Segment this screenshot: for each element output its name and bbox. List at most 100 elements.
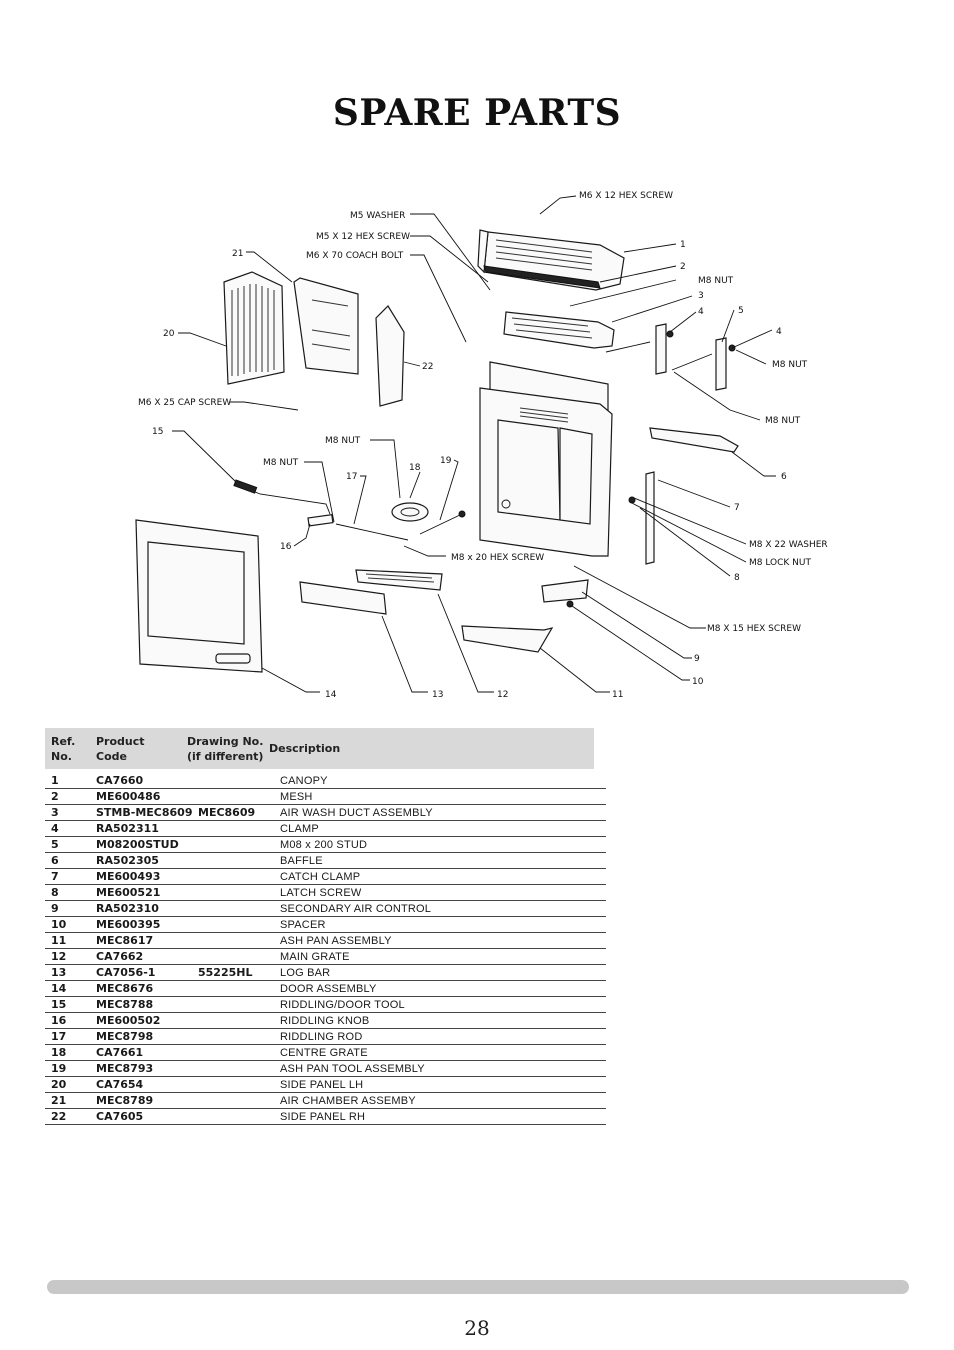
cell-product-code: MEC8798 [96, 1030, 154, 1043]
cell-ref: 19 [51, 1062, 67, 1075]
cell-ref: 3 [51, 806, 59, 819]
cell-ref: 17 [51, 1030, 67, 1043]
clamp-stud-parts [605, 323, 736, 391]
cell-description: M08 x 200 STUD [280, 838, 368, 851]
footer-bar [47, 1280, 909, 1294]
cell-description: AIR CHAMBER ASSEMBY [280, 1094, 416, 1107]
cell-description: CATCH CLAMP [280, 870, 361, 883]
catch-clamp-part [628, 471, 655, 565]
ref-number-13: 13 [432, 690, 443, 700]
m8-20-hex-screw-label: M8 x 20 HEX SCREW [451, 553, 544, 563]
ash-pan-tool-part [419, 510, 466, 535]
cell-product-code: RA502311 [96, 822, 159, 835]
table-row: 14 MEC8676 DOOR ASSEMBLY [45, 981, 606, 997]
air-wash-duct-part [503, 311, 615, 349]
cell-product-code: ME600395 [96, 918, 161, 931]
m8-nut-label-d: M8 NUT [325, 436, 361, 446]
cell-product-code: MEC8788 [96, 998, 154, 1011]
cell-product-code: RA502305 [96, 854, 159, 867]
cell-ref: 12 [51, 950, 67, 963]
cell-product-code: CA7662 [96, 950, 144, 963]
header-description: Description [269, 742, 341, 755]
cell-product-code: ME600486 [96, 790, 161, 803]
ref-number-21: 21 [232, 249, 243, 259]
main-grate-part [355, 569, 443, 591]
cell-product-code: CA7654 [96, 1078, 144, 1091]
cell-ref: 18 [51, 1046, 67, 1059]
ref-number-6: 6 [781, 472, 787, 482]
cell-product-code: ME600521 [96, 886, 161, 899]
cell-ref: 1 [51, 774, 59, 787]
cell-ref: 4 [51, 822, 59, 835]
riddling-tool-part [233, 479, 331, 515]
air-chamber-part [293, 277, 359, 375]
m5-washer-label: M5 WASHER [350, 211, 405, 221]
m8-22-washer-label: M8 X 22 WASHER [749, 540, 828, 550]
header-ref-line1: Ref. [51, 734, 76, 748]
ref-number-18: 18 [409, 463, 421, 473]
ash-pan-part [461, 625, 554, 653]
cell-product-code: RA502310 [96, 902, 159, 915]
m8-nut-label-b: M8 NUT [772, 360, 808, 370]
ref-number-11: 11 [612, 690, 623, 700]
cell-ref: 7 [51, 870, 59, 883]
cell-description: RIDDLING ROD [280, 1030, 363, 1043]
cell-ref: 14 [51, 982, 67, 995]
baffle-part [649, 427, 739, 453]
page-title: SPARE PARTS [332, 92, 622, 134]
header-product-code: Product Code [96, 734, 187, 764]
cell-ref: 22 [51, 1110, 67, 1123]
mesh-part [483, 265, 601, 289]
ref-number-8: 8 [734, 573, 740, 583]
cell-product-code: MEC8676 [96, 982, 154, 995]
cell-description: SECONDARY AIR CONTROL [280, 902, 432, 915]
spare-parts-table: Ref. No. Product Code Drawing No. (if di… [45, 728, 606, 1125]
centre-grate-part [391, 502, 429, 522]
m6-25-cap-screw-label: M6 X 25 CAP SCREW [138, 398, 231, 408]
cell-description: DOOR ASSEMBLY [280, 982, 377, 995]
m8-nut-label-e: M8 NUT [263, 458, 299, 468]
cell-product-code: MEC8793 [96, 1062, 154, 1075]
cell-description: LOG BAR [280, 966, 331, 979]
secondary-air-control-part [541, 579, 589, 608]
ref-number-4a: 4 [698, 307, 704, 317]
cell-product-code: CA7661 [96, 1046, 144, 1059]
cell-ref: 8 [51, 886, 59, 899]
ref-number-9: 9 [694, 654, 700, 664]
cell-description: CANOPY [280, 774, 328, 787]
cell-ref: 20 [51, 1078, 67, 1091]
ref-number-2: 2 [680, 262, 686, 272]
cell-product-code: MEC8617 [96, 934, 154, 947]
ref-number-12: 12 [497, 690, 508, 700]
ref-number-19: 19 [440, 456, 452, 466]
cell-description: MESH [280, 790, 313, 803]
table-row: 8 ME600521 LATCH SCREW [45, 885, 606, 901]
door-part [135, 519, 263, 673]
cell-description: RIDDLING KNOB [280, 1014, 370, 1027]
cell-description: LATCH SCREW [280, 886, 362, 899]
cell-product-code: CA7056-1 [96, 966, 156, 979]
cell-ref: 15 [51, 998, 67, 1011]
ref-number-17: 17 [346, 472, 357, 482]
ref-number-4b: 4 [776, 327, 782, 337]
log-bar-part [299, 581, 387, 615]
cell-ref: 6 [51, 854, 59, 867]
cell-product-code: ME600493 [96, 870, 161, 883]
ref-number-7: 7 [734, 503, 740, 513]
m8-nut-label-c: M8 NUT [765, 416, 801, 426]
ref-number-20: 20 [163, 329, 175, 339]
cell-ref: 13 [51, 966, 67, 979]
ref-number-3: 3 [698, 291, 704, 301]
